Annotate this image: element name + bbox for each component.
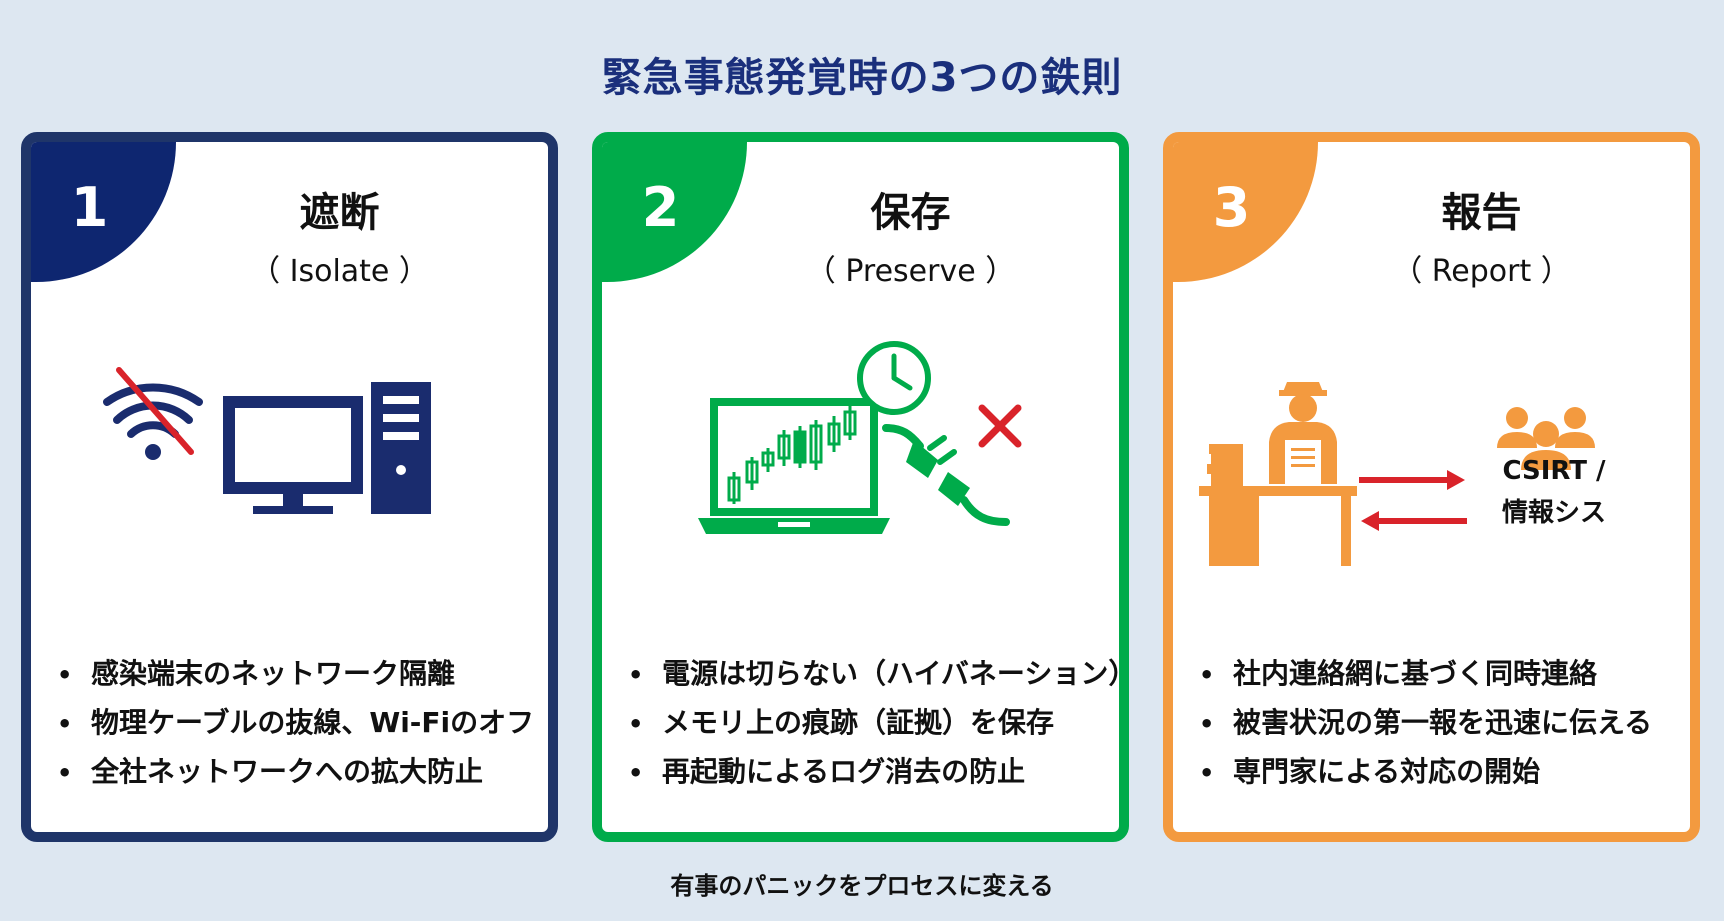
step-number-badge: 2: [602, 142, 747, 282]
card-title: 遮断: [299, 190, 380, 236]
power-plug-icon: [882, 424, 1010, 526]
list-item: •メモリ上の痕跡（証拠）を保存: [628, 706, 1055, 739]
card-subtitle: （ Preserve ）: [805, 254, 1016, 289]
footer-caption: 有事のパニックをプロセスに変える: [670, 872, 1054, 900]
card-title: 保存: [870, 190, 951, 236]
step-number-badge: 3: [1173, 142, 1318, 282]
page-title: 緊急事態発覚時の3つの鉄則: [601, 55, 1123, 101]
bullet-list: •感染端末のネットワーク隔離 •物理ケーブルの抜線、Wi-Fiのオフ •全社ネッ…: [57, 650, 542, 797]
list-item: •感染端末のネットワーク隔離: [57, 657, 456, 690]
bullet-list: •電源は切らない（ハイバネーション） •メモリ上の痕跡（証拠）を保存 •再起動に…: [628, 650, 1129, 797]
list-item: •社内連絡網に基づく同時連絡: [1199, 657, 1598, 690]
card-title: 報告: [1441, 190, 1522, 236]
isolate-illustration: [103, 367, 431, 514]
exchange-arrows-icon: [1359, 470, 1467, 531]
laptop-chart-icon: [698, 398, 890, 534]
computer-monitor-icon: [223, 396, 363, 514]
step-number-badge: 1: [31, 142, 176, 282]
card-report: 3 報告 （ Report ）: [1163, 132, 1700, 842]
report-illustration: [1199, 382, 1595, 566]
list-item: •物理ケーブルの抜線、Wi-Fiのオフ: [57, 706, 535, 739]
team-label: CSIRT / 情報シス: [1501, 456, 1606, 528]
list-item: •専門家による対応の開始: [1199, 755, 1541, 788]
person-at-desk-icon: [1199, 382, 1357, 566]
card-isolate: 1 遮断 （ Isolate ） •感染端末のネットワーク隔離 •物理ケーブルの…: [21, 132, 558, 842]
wifi-off-icon: [103, 367, 203, 460]
card-subtitle: （ Report ）: [1392, 254, 1571, 289]
list-item: •全社ネットワークへの拡大防止: [57, 755, 484, 788]
list-item: •再起動によるログ消去の防止: [628, 755, 1026, 788]
preserve-illustration: [698, 341, 1022, 534]
list-item: •被害状況の第一報を迅速に伝える: [1199, 706, 1653, 739]
cross-icon: [978, 404, 1022, 448]
clock-icon: [857, 341, 931, 415]
bullet-list: •社内連絡網に基づく同時連絡 •被害状況の第一報を迅速に伝える •専門家による対…: [1199, 650, 1684, 797]
pc-tower-icon: [371, 382, 431, 514]
card-subtitle: （ Isolate ）: [250, 254, 429, 289]
card-preserve: 2 保存 （ Preserve ）: [592, 132, 1129, 842]
list-item: •電源は切らない（ハイバネーション）: [628, 657, 1129, 690]
team-icon: [1497, 407, 1595, 470]
